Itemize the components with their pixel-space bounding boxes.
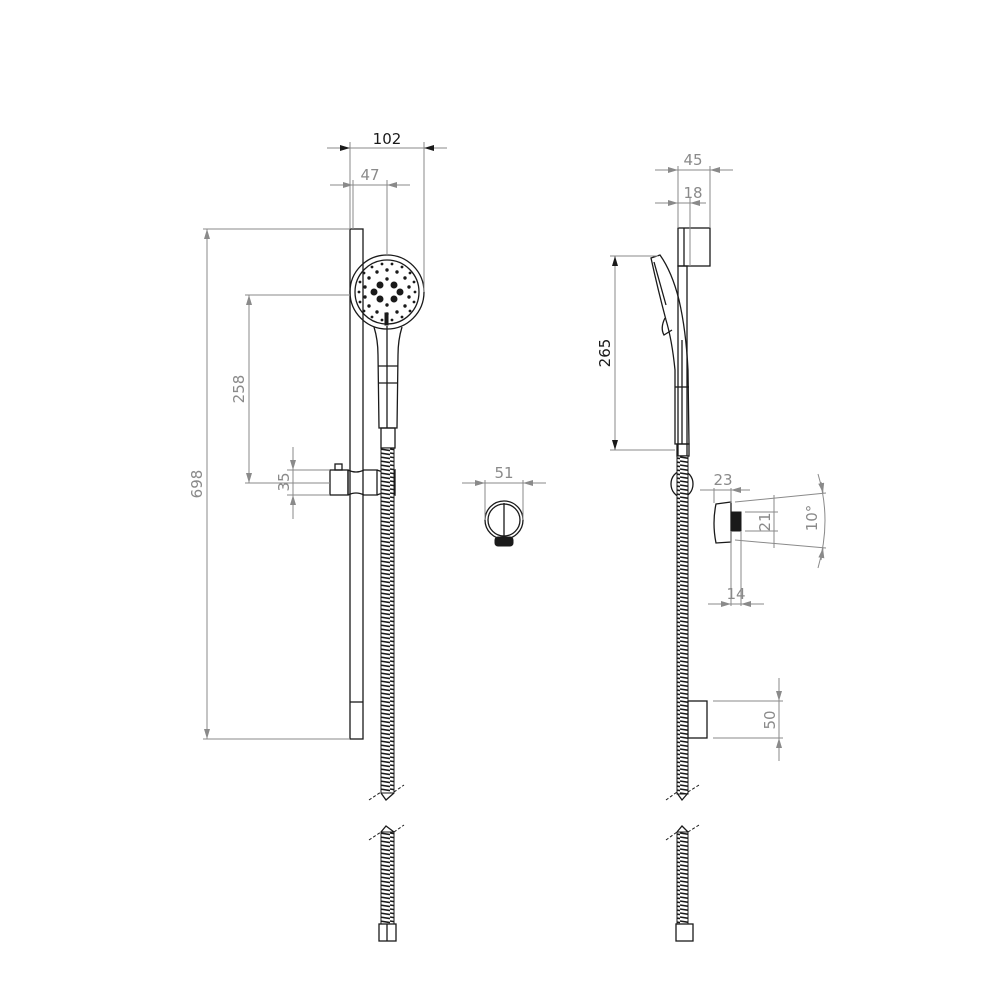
dimension-45: 45 bbox=[655, 151, 733, 228]
wall-outlet-side bbox=[713, 501, 742, 544]
dimension-label: 14 bbox=[726, 585, 745, 603]
dimension-label: 45 bbox=[683, 151, 702, 169]
side-hose-end-nut bbox=[675, 923, 694, 942]
wall-outlet-view: 51 bbox=[462, 464, 546, 547]
dimension-10-degree: 10° bbox=[734, 473, 827, 569]
dimension-698: 698 bbox=[188, 228, 350, 740]
hand-shower-side bbox=[650, 254, 690, 457]
dimension-47: 47 bbox=[330, 166, 410, 255]
shower-hose-lower bbox=[380, 831, 395, 925]
dimension-label: 21 bbox=[756, 512, 774, 531]
dimension-35: 35 bbox=[275, 447, 330, 519]
dimension-label: 10° bbox=[803, 505, 821, 532]
dimension-18: 18 bbox=[655, 184, 706, 266]
lower-bracket bbox=[687, 700, 708, 739]
dimension-14: 14 bbox=[708, 531, 764, 607]
dimension-label: 265 bbox=[596, 339, 614, 368]
dimension-23: 23 bbox=[700, 471, 750, 503]
dimension-label: 18 bbox=[683, 184, 702, 202]
dimension-label: 698 bbox=[188, 470, 206, 499]
side-view: 45 18 265 23 bbox=[596, 151, 827, 942]
side-hose-upper bbox=[676, 455, 689, 795]
hand-shower-head bbox=[349, 254, 425, 330]
dimension-label: 23 bbox=[713, 471, 732, 489]
side-hose-lower bbox=[676, 831, 689, 925]
dimension-265: 265 bbox=[596, 255, 675, 451]
dimension-258: 258 bbox=[230, 294, 350, 484]
dimension-21: 21 bbox=[745, 495, 778, 548]
hand-shower-handle bbox=[373, 326, 403, 449]
shower-hose-upper bbox=[380, 447, 395, 794]
dimension-label: 102 bbox=[373, 130, 402, 148]
dimension-label: 50 bbox=[761, 710, 779, 729]
dimension-label: 258 bbox=[230, 375, 248, 404]
top-bracket bbox=[677, 227, 711, 267]
dimension-label: 35 bbox=[275, 472, 293, 491]
dimension-51: 51 bbox=[462, 464, 546, 520]
front-view: 102 47 698 258 bbox=[188, 130, 447, 942]
dimension-label: 47 bbox=[360, 166, 379, 184]
slide-rail bbox=[349, 228, 364, 740]
dimension-label: 51 bbox=[494, 464, 513, 482]
dimension-50: 50 bbox=[713, 678, 783, 761]
